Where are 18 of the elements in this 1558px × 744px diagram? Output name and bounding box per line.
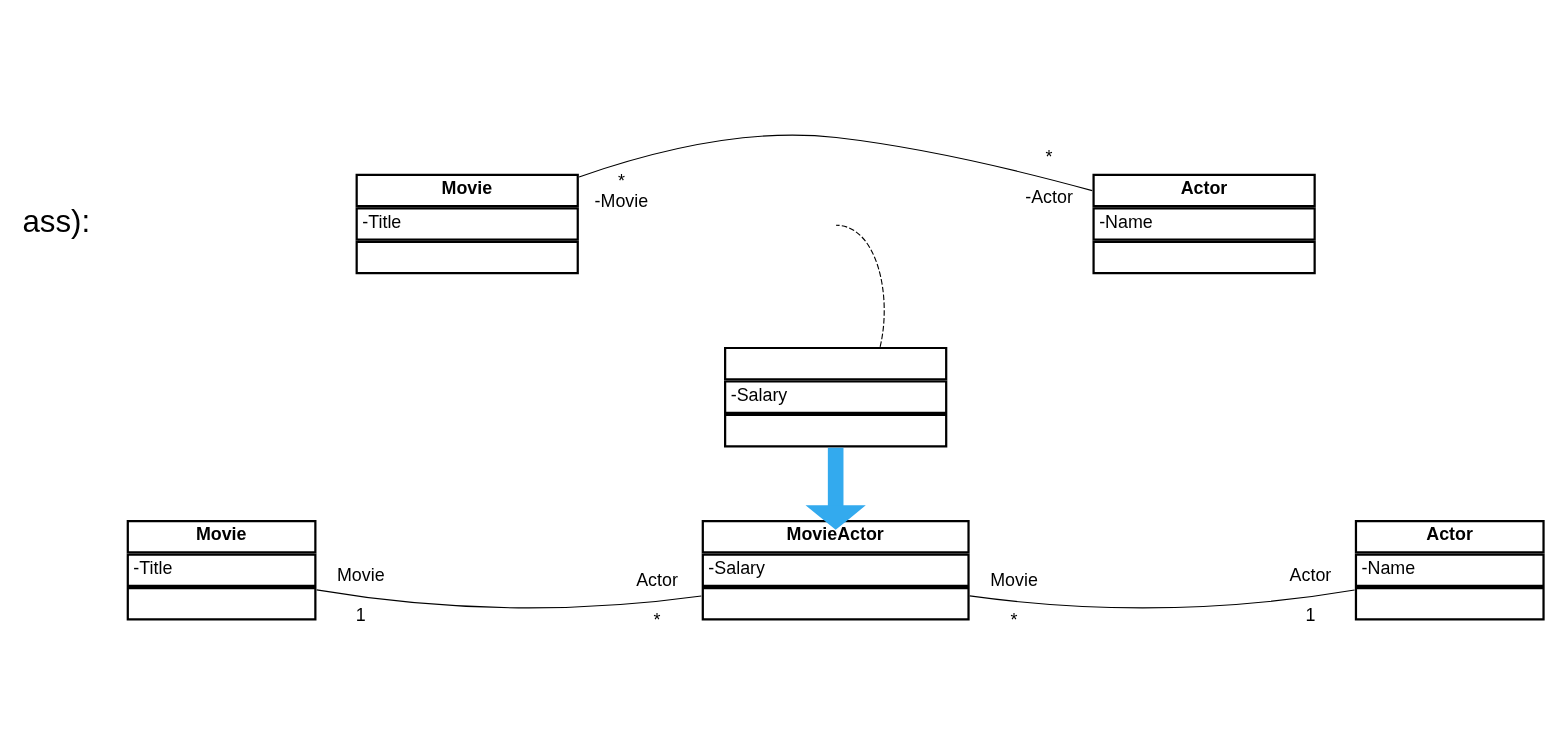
label: ass):	[22, 203, 91, 239]
label: Movie	[336, 564, 385, 585]
label: *	[1010, 609, 1018, 630]
label: *	[617, 171, 625, 192]
label: Actor	[636, 569, 678, 590]
label: 1	[1305, 605, 1316, 626]
label: *	[653, 609, 661, 630]
label: -Movie	[594, 191, 649, 212]
label: Actor	[1289, 564, 1332, 585]
connector	[835, 224, 885, 348]
connector	[969, 589, 1356, 609]
arrow	[805, 447, 866, 530]
connector	[316, 589, 702, 609]
label: *	[1045, 147, 1053, 168]
label: 1	[355, 605, 366, 626]
label: -Actor	[1025, 187, 1073, 208]
label: Movie	[990, 569, 1038, 590]
connector	[578, 134, 1093, 192]
